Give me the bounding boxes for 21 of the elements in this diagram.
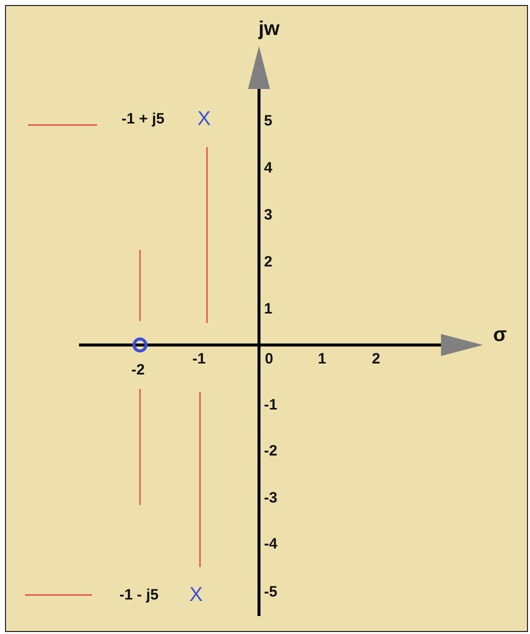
- axis-label: σ: [493, 325, 507, 345]
- pole-marker: X: [189, 585, 203, 605]
- tick-label: -2: [131, 362, 145, 378]
- tick-label: 2: [372, 352, 380, 366]
- tick-label: 0: [264, 352, 274, 366]
- point-label: -1 + j5: [122, 112, 164, 126]
- tick-label: -4: [264, 536, 278, 552]
- tick-label: -3: [264, 490, 278, 506]
- axis-label: jw: [258, 19, 280, 39]
- tick-label: -2: [264, 444, 278, 458]
- tick-label: 3: [264, 208, 272, 222]
- point-label: -1 - j5: [119, 588, 159, 602]
- pole-marker: X: [197, 109, 211, 129]
- tick-label: -1: [192, 352, 206, 366]
- tick-label: 5: [264, 114, 272, 128]
- tick-label: -1: [264, 398, 278, 412]
- tick-label: 1: [318, 352, 326, 366]
- tick-label: 2: [264, 254, 272, 270]
- tick-label: 1: [264, 302, 272, 316]
- tick-label: 4: [264, 160, 272, 176]
- tick-label: -5: [264, 584, 278, 600]
